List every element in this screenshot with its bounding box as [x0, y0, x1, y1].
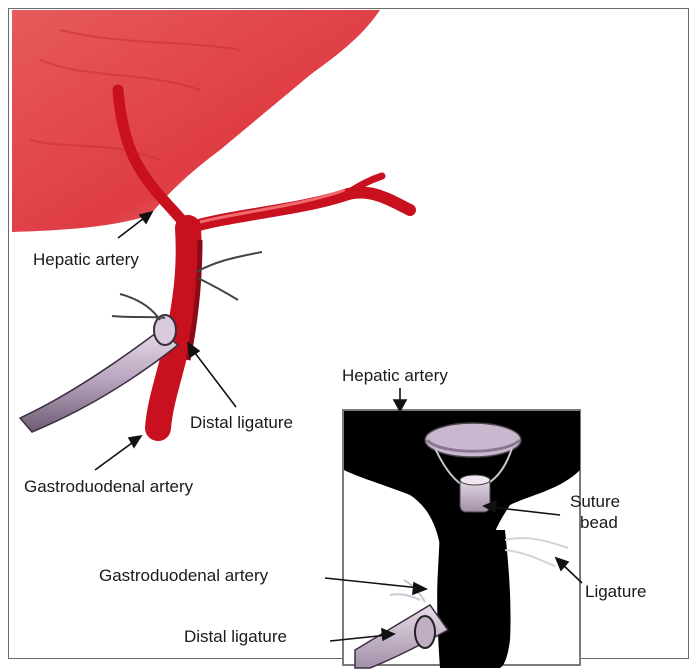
label-inset-hepatic-artery: Hepatic artery [342, 366, 448, 386]
arrow-main-gastroduodenal [95, 436, 141, 470]
label-main-distal-ligature: Distal ligature [190, 413, 293, 433]
catheter-ring [154, 315, 176, 345]
inset-distal-ligature-ring [415, 616, 435, 648]
label-main-gastroduodenal-artery: Gastroduodenal artery [24, 477, 193, 497]
label-main-hepatic-artery: Hepatic artery [33, 250, 139, 270]
label-inset-gastroduodenal-artery: Gastroduodenal artery [99, 566, 268, 586]
label-inset-bead: bead [580, 513, 618, 533]
inset-dark-vessel [437, 530, 510, 668]
label-inset-suture: Suture [570, 492, 620, 512]
arrow-inset-hepatic [394, 388, 406, 411]
arrow-main-distal [188, 343, 236, 407]
distal-ligature-thread [112, 294, 165, 320]
hepatic-artery-right-branch [188, 193, 410, 228]
label-inset-ligature: Ligature [585, 582, 646, 602]
label-inset-distal-ligature: Distal ligature [184, 627, 287, 647]
ligature-thread [196, 252, 262, 300]
